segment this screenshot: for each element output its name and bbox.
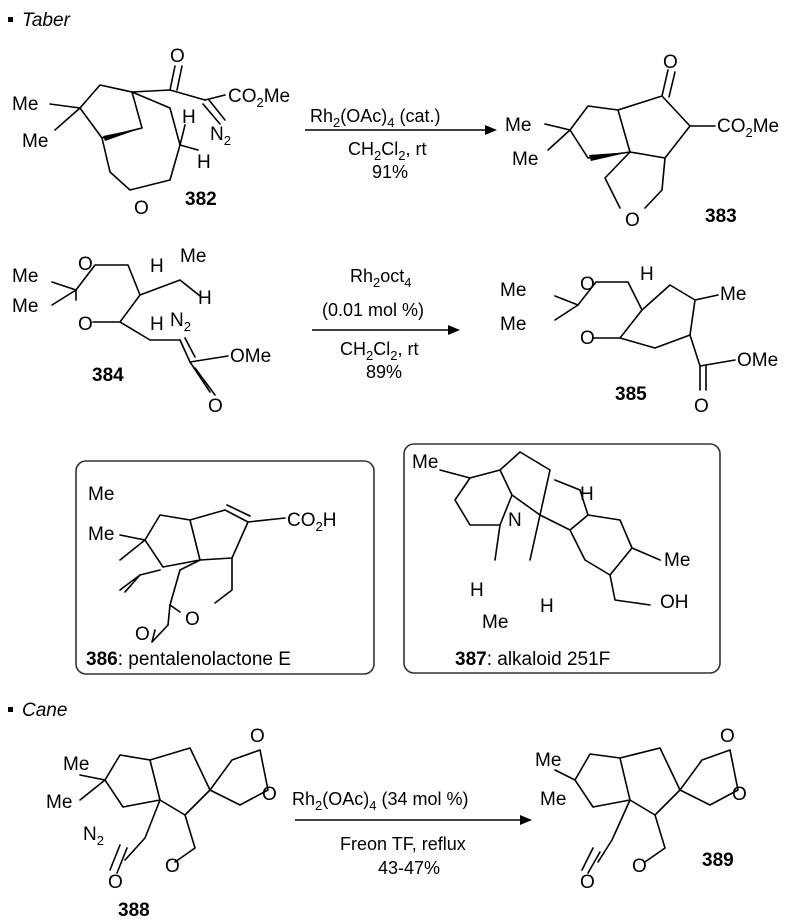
atom-co2me-383: CO2Me (717, 116, 779, 140)
atom-o-384-a: O (78, 254, 93, 275)
compound-number-382: 382 (185, 189, 217, 210)
atom-n2-388: N2 (83, 824, 104, 848)
atom-me-386-b: Me (88, 524, 114, 545)
reaction-1-solvent: CH2Cl2, rt (348, 139, 426, 163)
compound-number-383: 383 (705, 206, 737, 227)
atom-me-385-a: Me (500, 280, 526, 301)
reaction-3-catalyst: Rh2(OAc)4 (34 mol %) (292, 789, 469, 813)
atom-o-389-c: O (580, 872, 595, 893)
atom-h-382-a: H (182, 107, 196, 128)
atom-o-383-ring: O (625, 210, 640, 231)
atom-me-385-c: Me (720, 284, 746, 305)
atom-me-386-a: Me (88, 484, 114, 505)
reaction-2-solvent: CH2Cl2, rt (340, 339, 418, 363)
atom-o-389-b: O (732, 784, 747, 805)
compound-caption-387: 387: alkaloid 251F (455, 649, 610, 670)
compound-number-389: 389 (702, 850, 734, 871)
atom-ome-385: OMe (737, 350, 778, 371)
atom-h-387-a: H (580, 484, 594, 505)
arrowhead-3 (520, 815, 532, 825)
molecule-389: Me Me O O O O 389 (535, 726, 747, 893)
reaction-1-catalyst: Rh2(OAc)4 (cat.) (310, 106, 441, 130)
atom-me-384-c: Me (180, 246, 206, 267)
compound-name-387: : alkaloid 251F (487, 649, 611, 670)
box-386 (75, 460, 375, 675)
atom-h-384-a: H (150, 256, 164, 277)
atom-me-384-a: Me (12, 266, 38, 287)
atom-o-389-d: O (632, 856, 647, 877)
atom-o-386-a: O (135, 624, 150, 645)
atom-co2me-382: CO2Me (228, 86, 290, 110)
atom-o-388-c: O (108, 872, 123, 893)
reaction-2-yield: 89% (366, 362, 402, 382)
atom-me-382-a: Me (12, 94, 38, 115)
reaction-3-yield: 43-47% (378, 858, 440, 878)
atom-me-389-a: Me (535, 750, 561, 771)
atom-o-382-carbonyl: O (170, 46, 185, 67)
atom-o-385-carbonyl: O (694, 396, 709, 417)
atom-o-386-b: O (185, 609, 200, 630)
atom-h-387-b: H (470, 580, 484, 601)
atom-me-383-b: Me (512, 149, 538, 170)
arrowhead-1 (485, 125, 497, 135)
atom-me-382-b: Me (22, 131, 48, 152)
atom-h-384-b: H (198, 288, 212, 309)
molecule-388: Me Me N2 O O O O 388 (46, 726, 277, 921)
atom-o-385-a: O (580, 274, 595, 295)
section-title-cane: Cane (22, 700, 67, 721)
compound-number-385: 385 (615, 384, 647, 405)
atom-o-384-b: O (78, 314, 93, 335)
atom-o-389-a: O (720, 726, 735, 747)
atom-o-388-d: O (165, 856, 180, 877)
reaction-1-yield: 91% (372, 162, 408, 182)
atom-o-388-b: O (262, 784, 277, 805)
molecule-384: Me Me O O H Me H H N2 OMe O 384 (12, 246, 271, 417)
section-bullet-cane (8, 707, 13, 712)
atom-ome-384: OMe (230, 346, 271, 367)
atom-me-384-b: Me (12, 296, 38, 317)
molecule-382: O CO2Me N2 H H Me Me O 382 (12, 46, 290, 219)
molecule-387: Me N H Me H H Me OH (412, 451, 690, 633)
molecule-385: Me Me O O H Me OMe O 385 (500, 264, 778, 417)
atom-o-388-a: O (250, 726, 265, 747)
atom-me-387-a: Me (412, 452, 438, 473)
atom-me-383-a: Me (505, 115, 531, 136)
atom-me-388-b: Me (46, 792, 72, 813)
atom-me-387-b: Me (664, 550, 690, 571)
compound-number-386: 386 (86, 649, 118, 670)
compound-number-387: 387 (455, 649, 487, 670)
atom-o-382-ring: O (134, 198, 149, 219)
compound-caption-386: 386: pentalenolactone E (86, 649, 291, 670)
atom-o-383-carbonyl: O (663, 52, 678, 73)
atom-me-387-c: Me (482, 612, 508, 633)
compound-name-386: : pentalenolactone E (118, 649, 291, 670)
atom-h-384-c: H (150, 314, 164, 335)
atom-oh-387: OH (660, 592, 689, 613)
reaction-2-catalyst: Rh2oct4 (350, 266, 412, 290)
reaction-2-loading: (0.01 mol %) (322, 300, 424, 320)
molecule-383: O CO2Me Me Me O 383 (505, 52, 779, 231)
section-title-taber: Taber (22, 10, 71, 31)
arrowhead-2 (448, 325, 460, 335)
atom-me-389-b: Me (540, 789, 566, 810)
atom-h-385: H (640, 264, 654, 285)
reaction-3-solvent: Freon TF, reflux (340, 834, 466, 854)
compound-number-384: 384 (92, 365, 124, 386)
section-bullet-taber (8, 17, 13, 22)
atom-h-382-b: H (197, 152, 211, 173)
atom-co2h-386: CO2H (287, 510, 336, 534)
atom-n2-382: N2 (210, 124, 231, 148)
atom-h-387-c: H (540, 596, 554, 617)
atom-n2-384: N2 (170, 310, 191, 334)
atom-n-387: N (508, 510, 522, 531)
box-387 (403, 443, 721, 674)
atom-me-385-b: Me (500, 314, 526, 335)
atom-me-388-a: Me (63, 754, 89, 775)
molecule-386: Me Me CO2H O O (88, 484, 336, 645)
atom-o-385-b: O (580, 328, 595, 349)
compound-number-388: 388 (118, 900, 150, 921)
atom-o-384-carbonyl: O (208, 396, 223, 417)
